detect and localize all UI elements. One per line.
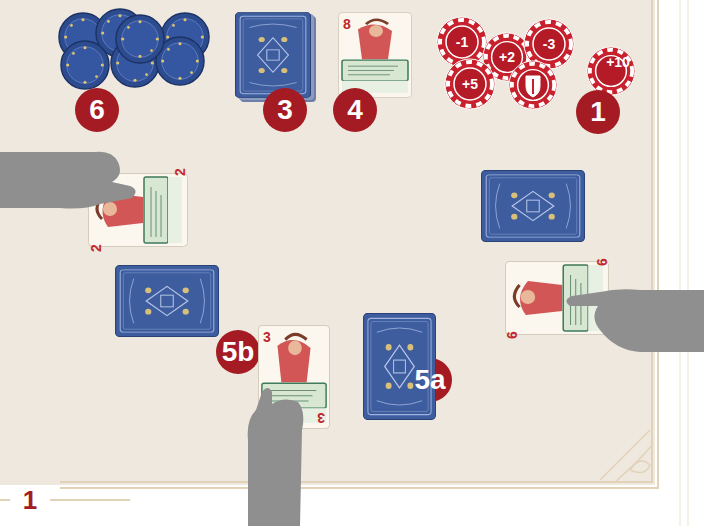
callout-number: 3 bbox=[277, 96, 293, 124]
discard-card bbox=[339, 12, 412, 97]
callout-number: 4 bbox=[347, 96, 363, 124]
panel-border bbox=[60, 0, 658, 488]
card-number: 2 bbox=[89, 244, 103, 252]
chip-value: +5 bbox=[462, 77, 478, 91]
card-number: 2 bbox=[173, 168, 187, 176]
player-hand bbox=[248, 388, 304, 526]
card-number: 8 bbox=[343, 17, 351, 31]
callout-badges bbox=[75, 88, 620, 402]
callout-number: 5a bbox=[414, 366, 445, 394]
card-number: 6 bbox=[595, 258, 609, 266]
callout-number: 6 bbox=[89, 96, 105, 124]
draw-deck bbox=[236, 12, 316, 102]
right-back-card bbox=[482, 170, 585, 241]
chip-value: -1 bbox=[456, 35, 468, 49]
chip-value: -3 bbox=[543, 37, 555, 51]
chip-value: +2 bbox=[499, 50, 515, 64]
page-number: 1 bbox=[19, 487, 41, 513]
player-hand bbox=[0, 152, 136, 209]
token-pile bbox=[59, 9, 209, 89]
table-panel bbox=[0, 0, 655, 485]
chip-value: +10 bbox=[606, 55, 630, 69]
callout-number: 1 bbox=[590, 98, 606, 126]
card-number: 3 bbox=[317, 411, 325, 425]
card-number: 6 bbox=[505, 331, 519, 339]
left-back-card bbox=[116, 265, 219, 336]
callout-number: 5b bbox=[222, 338, 255, 366]
card-number: 3 bbox=[263, 330, 271, 344]
page-edge-lines bbox=[680, 0, 688, 526]
player-hand bbox=[566, 289, 704, 352]
corner-ornament bbox=[600, 430, 652, 482]
